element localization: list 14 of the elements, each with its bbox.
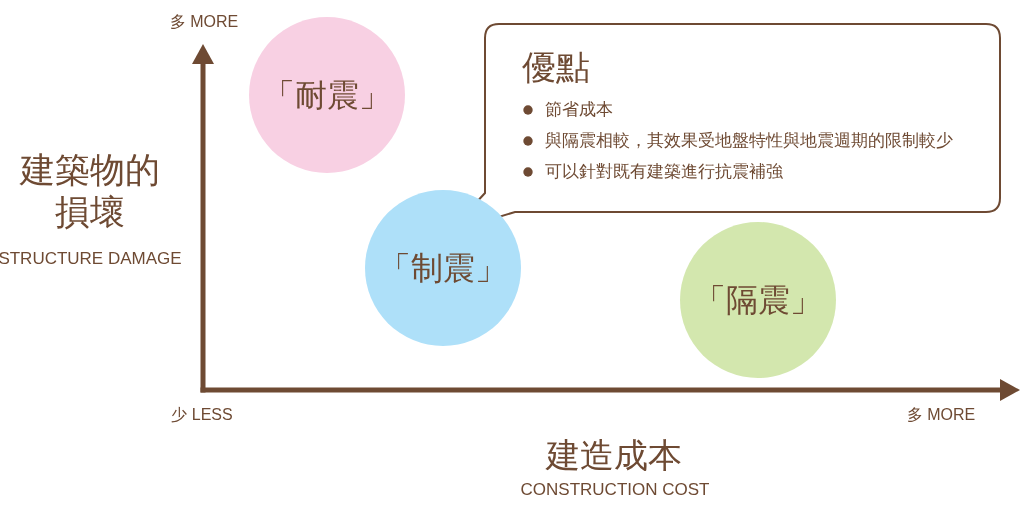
axis-end-label: 少 LESS xyxy=(171,405,233,425)
bullet-text: 節省成本 xyxy=(545,99,613,121)
callout-heading: 優點 xyxy=(522,46,590,88)
axis-subtitle: STRUCTURE DAMAGE xyxy=(0,248,182,270)
axis-end-label: 多 MORE xyxy=(169,12,239,32)
axis-title: 建造成本 xyxy=(546,434,682,476)
bullet-text: 可以針對既有建築進行抗震補強 xyxy=(545,161,783,183)
axis-title: 建築物的損壞 xyxy=(19,149,161,233)
circle-label: 「隔震」 xyxy=(694,280,822,320)
bullet-text: 與隔震相較，其效果受地盤特性與地震週期的限制較少 xyxy=(545,130,953,152)
circle-label: 「耐震」 xyxy=(263,75,391,115)
axis-end-label: 多 MORE xyxy=(906,405,976,425)
axis-subtitle: CONSTRUCTION COST xyxy=(520,479,710,501)
circle-label: 「制震」 xyxy=(379,248,507,288)
